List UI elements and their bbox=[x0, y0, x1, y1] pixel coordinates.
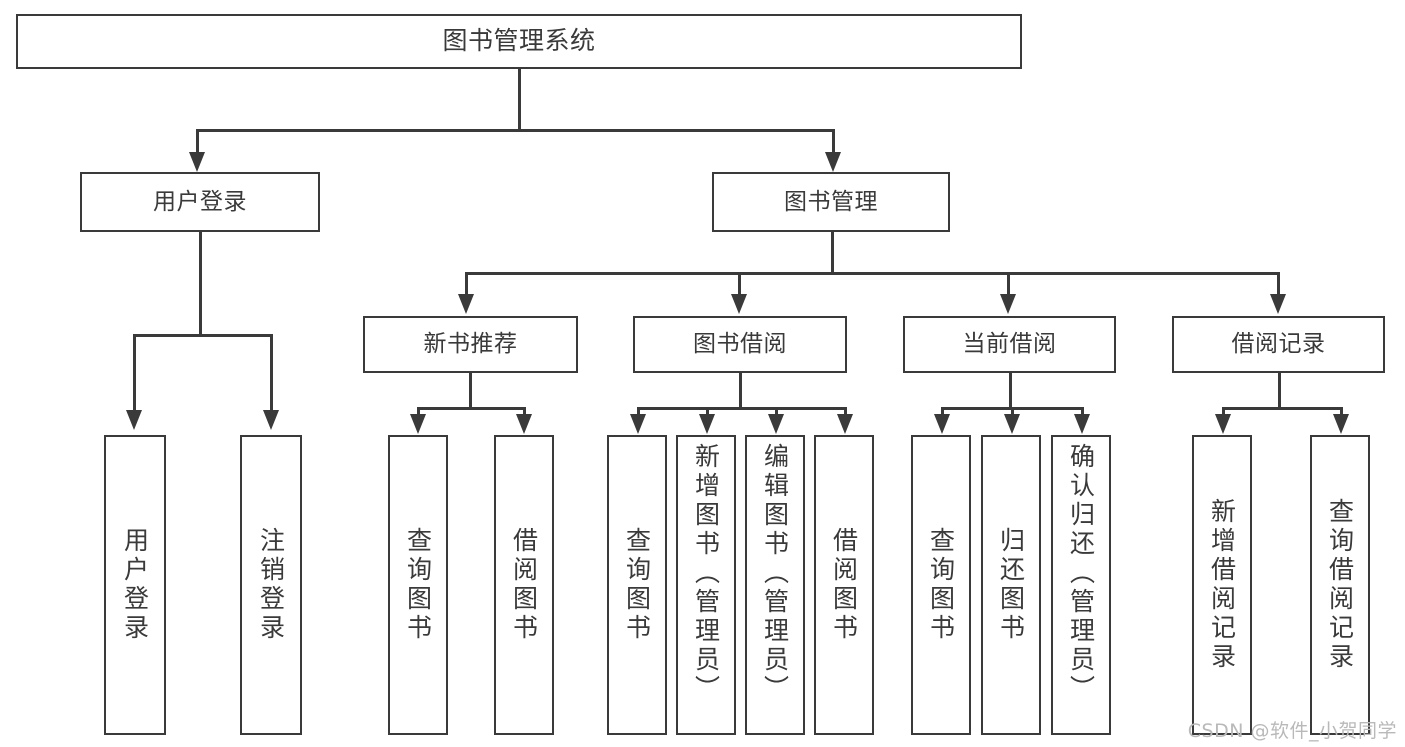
node-label: 新增借阅记录 bbox=[1207, 498, 1237, 672]
arrowhead-user-login-leaf-2 bbox=[263, 410, 279, 430]
node-borrow-record[interactable]: 借阅记录 bbox=[1172, 316, 1385, 373]
node-label: 图书借阅 bbox=[693, 331, 787, 358]
connector-book-borrow-stem bbox=[739, 373, 742, 409]
leaf-user-login-logout[interactable]: 注销登录 bbox=[240, 435, 302, 735]
connector-borrow-record-child-1 bbox=[1222, 407, 1225, 419]
leaf-book-borrow-query[interactable]: 查询图书 bbox=[607, 435, 667, 735]
connector-book-borrow-bus bbox=[637, 407, 844, 410]
connector-user-login-child-2 bbox=[270, 334, 273, 414]
connector-root-to-book-mgmt bbox=[832, 129, 835, 156]
arrowhead-user-login-leaf-1 bbox=[126, 410, 142, 430]
arrowhead-book-borrow-leaf-1 bbox=[630, 414, 646, 434]
connector-current-borrow-child-1 bbox=[941, 407, 944, 419]
arrowhead-borrow-record bbox=[1270, 294, 1286, 314]
connector-current-borrow-child-2 bbox=[1011, 407, 1014, 419]
arrowhead-book-borrow bbox=[731, 294, 747, 314]
connector-book-mgmt-bus bbox=[465, 272, 1277, 275]
node-label: 确认归还（管理员） bbox=[1066, 443, 1096, 704]
node-label: 新增图书（管理员） bbox=[691, 443, 721, 704]
leaf-current-borrow-return[interactable]: 归还图书 bbox=[981, 435, 1041, 735]
node-label: 借阅图书 bbox=[509, 527, 539, 643]
node-label: 用户登录 bbox=[120, 527, 150, 643]
leaf-user-login-login[interactable]: 用户登录 bbox=[104, 435, 166, 735]
node-root-system[interactable]: 图书管理系统 bbox=[16, 14, 1022, 69]
connector-new-book-child-2 bbox=[523, 407, 526, 419]
arrowhead-book-borrow-leaf-3 bbox=[768, 414, 784, 434]
arrowhead-new-book-leaf-1 bbox=[410, 414, 426, 434]
node-user-login[interactable]: 用户登录 bbox=[80, 172, 320, 232]
connector-user-login-child-1 bbox=[133, 334, 136, 414]
arrowhead-current-borrow-leaf-2 bbox=[1004, 414, 1020, 434]
connector-new-book-stem bbox=[469, 373, 472, 409]
node-label: 图书管理系统 bbox=[442, 26, 596, 56]
leaf-book-borrow-add-admin[interactable]: 新增图书（管理员） bbox=[676, 435, 736, 735]
arrowhead-book-borrow-leaf-2 bbox=[699, 414, 715, 434]
connector-new-book-child-1 bbox=[417, 407, 420, 419]
arrowhead-current-borrow-leaf-3 bbox=[1074, 414, 1090, 434]
leaf-current-borrow-confirm-admin[interactable]: 确认归还（管理员） bbox=[1051, 435, 1111, 735]
connector-borrow-record-stem bbox=[1278, 373, 1281, 409]
connector-borrow-record-bus bbox=[1222, 407, 1340, 410]
connector-book-borrow-child-1 bbox=[637, 407, 640, 419]
arrowhead-user-login bbox=[189, 152, 205, 172]
connector-new-book-bus bbox=[417, 407, 523, 410]
connector-current-borrow-child-3 bbox=[1081, 407, 1084, 419]
connector-book-borrow-child-4 bbox=[844, 407, 847, 419]
node-label: 图书管理 bbox=[784, 188, 878, 215]
connector-current-borrow-stem bbox=[1009, 373, 1012, 409]
connector-book-mgmt-child-3 bbox=[1007, 272, 1010, 296]
node-book-borrow[interactable]: 图书借阅 bbox=[633, 316, 847, 373]
arrowhead-borrow-record-leaf-2 bbox=[1333, 414, 1349, 434]
arrowhead-new-book bbox=[458, 294, 474, 314]
connector-book-borrow-child-3 bbox=[775, 407, 778, 419]
node-label: 借阅图书 bbox=[829, 527, 859, 643]
node-book-management[interactable]: 图书管理 bbox=[712, 172, 950, 232]
arrowhead-current-borrow-leaf-1 bbox=[934, 414, 950, 434]
leaf-new-book-borrow[interactable]: 借阅图书 bbox=[494, 435, 554, 735]
arrowhead-current-borrow bbox=[1000, 294, 1016, 314]
leaf-borrow-record-add[interactable]: 新增借阅记录 bbox=[1192, 435, 1252, 735]
leaf-borrow-record-query[interactable]: 查询借阅记录 bbox=[1310, 435, 1370, 735]
arrowhead-borrow-record-leaf-1 bbox=[1215, 414, 1231, 434]
connector-root-bus bbox=[196, 129, 834, 132]
connector-book-mgmt-child-1 bbox=[465, 272, 468, 296]
leaf-new-book-query[interactable]: 查询图书 bbox=[388, 435, 448, 735]
connector-book-mgmt-child-4 bbox=[1277, 272, 1280, 296]
connector-root-to-user-login bbox=[196, 129, 199, 156]
leaf-book-borrow-edit-admin[interactable]: 编辑图书（管理员） bbox=[745, 435, 805, 735]
arrowhead-book-borrow-leaf-4 bbox=[837, 414, 853, 434]
node-new-book-recommend[interactable]: 新书推荐 bbox=[363, 316, 578, 373]
arrowhead-book-mgmt bbox=[825, 152, 841, 172]
node-label: 借阅记录 bbox=[1231, 331, 1326, 358]
node-label: 用户登录 bbox=[153, 188, 247, 215]
node-label: 编辑图书（管理员） bbox=[760, 443, 790, 704]
connector-book-mgmt-child-2 bbox=[738, 272, 741, 296]
node-label: 注销登录 bbox=[256, 527, 286, 643]
connector-root-stem bbox=[518, 69, 521, 130]
connector-user-login-stem bbox=[199, 232, 202, 336]
node-label: 新书推荐 bbox=[423, 331, 518, 358]
node-label: 归还图书 bbox=[996, 527, 1026, 643]
node-label: 查询借阅记录 bbox=[1325, 498, 1355, 672]
leaf-current-borrow-query[interactable]: 查询图书 bbox=[911, 435, 971, 735]
arrowhead-new-book-leaf-2 bbox=[516, 414, 532, 434]
connector-borrow-record-child-2 bbox=[1340, 407, 1343, 419]
node-label: 查询图书 bbox=[926, 527, 956, 643]
node-label: 当前借阅 bbox=[962, 331, 1057, 358]
node-current-borrow[interactable]: 当前借阅 bbox=[903, 316, 1116, 373]
node-label: 查询图书 bbox=[403, 527, 433, 643]
leaf-book-borrow-borrow[interactable]: 借阅图书 bbox=[814, 435, 874, 735]
connector-user-login-bus bbox=[133, 334, 270, 337]
connector-book-borrow-child-2 bbox=[706, 407, 709, 419]
node-label: 查询图书 bbox=[622, 527, 652, 643]
connector-book-mgmt-stem bbox=[831, 232, 834, 274]
